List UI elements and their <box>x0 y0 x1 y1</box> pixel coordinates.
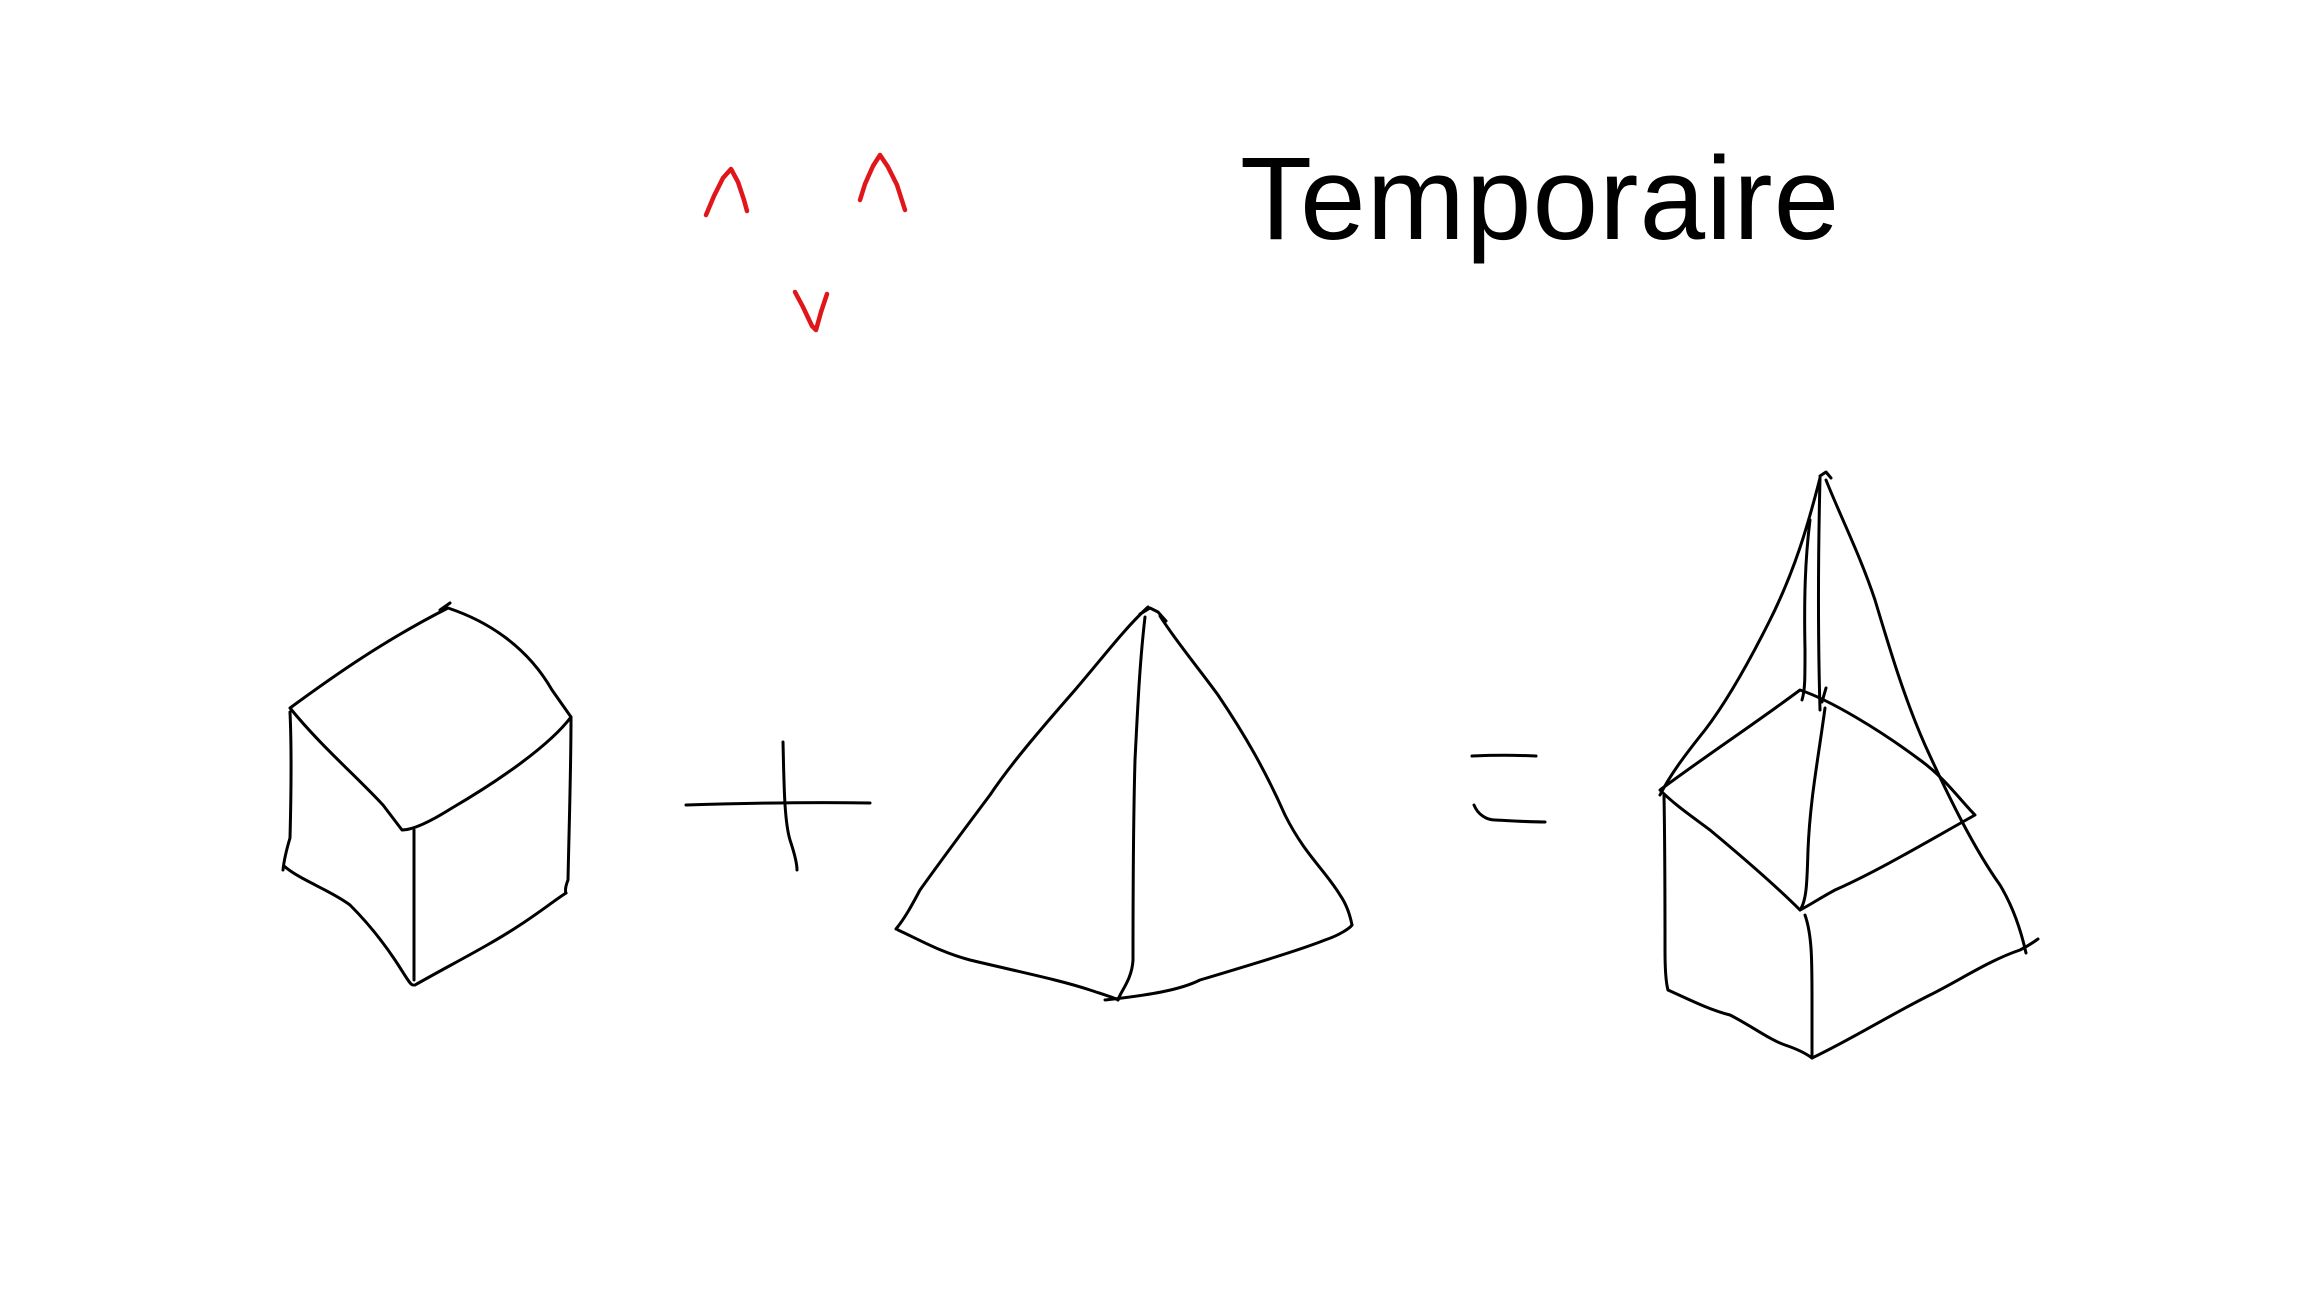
cube-bottom-right <box>413 891 568 987</box>
plus-horizontal <box>684 801 872 807</box>
combined-hidden-pyramid-edge <box>1800 518 1812 702</box>
combined-center-pyramid-edge <box>1817 476 1822 712</box>
plus-vertical <box>781 740 799 872</box>
caret-down <box>792 289 830 333</box>
cube-left-edge <box>281 710 293 872</box>
plus-sign <box>684 740 872 872</box>
combined-corner-tick <box>1820 686 1828 704</box>
slide-title: Temporaire <box>1240 133 1841 265</box>
cube-bottom-left <box>282 864 415 987</box>
equals-sign <box>1470 753 1547 824</box>
cube-right-edge <box>564 715 573 895</box>
cube-back-corner <box>438 601 452 612</box>
pyramid-base-left <box>896 928 1120 1002</box>
combined-bottom-right-edge <box>1810 937 2040 1060</box>
pyramid-front-edge <box>1116 615 1147 1002</box>
pyramid-base-right <box>1103 923 1354 1002</box>
pyramid-sketch <box>894 605 1354 1002</box>
combined-shape-sketch <box>1658 470 2040 1060</box>
cube-top-face <box>288 606 573 832</box>
caret-up-left <box>703 166 750 218</box>
annotation-marks <box>703 152 908 333</box>
combined-left-vertical-edge <box>1662 793 1670 992</box>
combined-front-vertical-edge <box>1803 913 1814 1060</box>
cube-sketch <box>281 601 573 987</box>
combined-bottom-left-edge <box>1666 988 1814 1060</box>
combined-apex <box>1818 470 1833 480</box>
equals-top-bar <box>1470 753 1538 758</box>
equals-bottom-bar <box>1472 803 1547 824</box>
combined-top-face <box>1658 688 1977 912</box>
pyramid-right-edge <box>1158 614 1354 927</box>
combined-front-top-edge <box>1798 706 1827 912</box>
caret-up-right <box>857 152 908 213</box>
combined-right-pyramid-edge <box>1824 478 2028 955</box>
pyramid-left-edge <box>894 605 1150 931</box>
combined-left-pyramid-edge <box>1658 476 1822 797</box>
